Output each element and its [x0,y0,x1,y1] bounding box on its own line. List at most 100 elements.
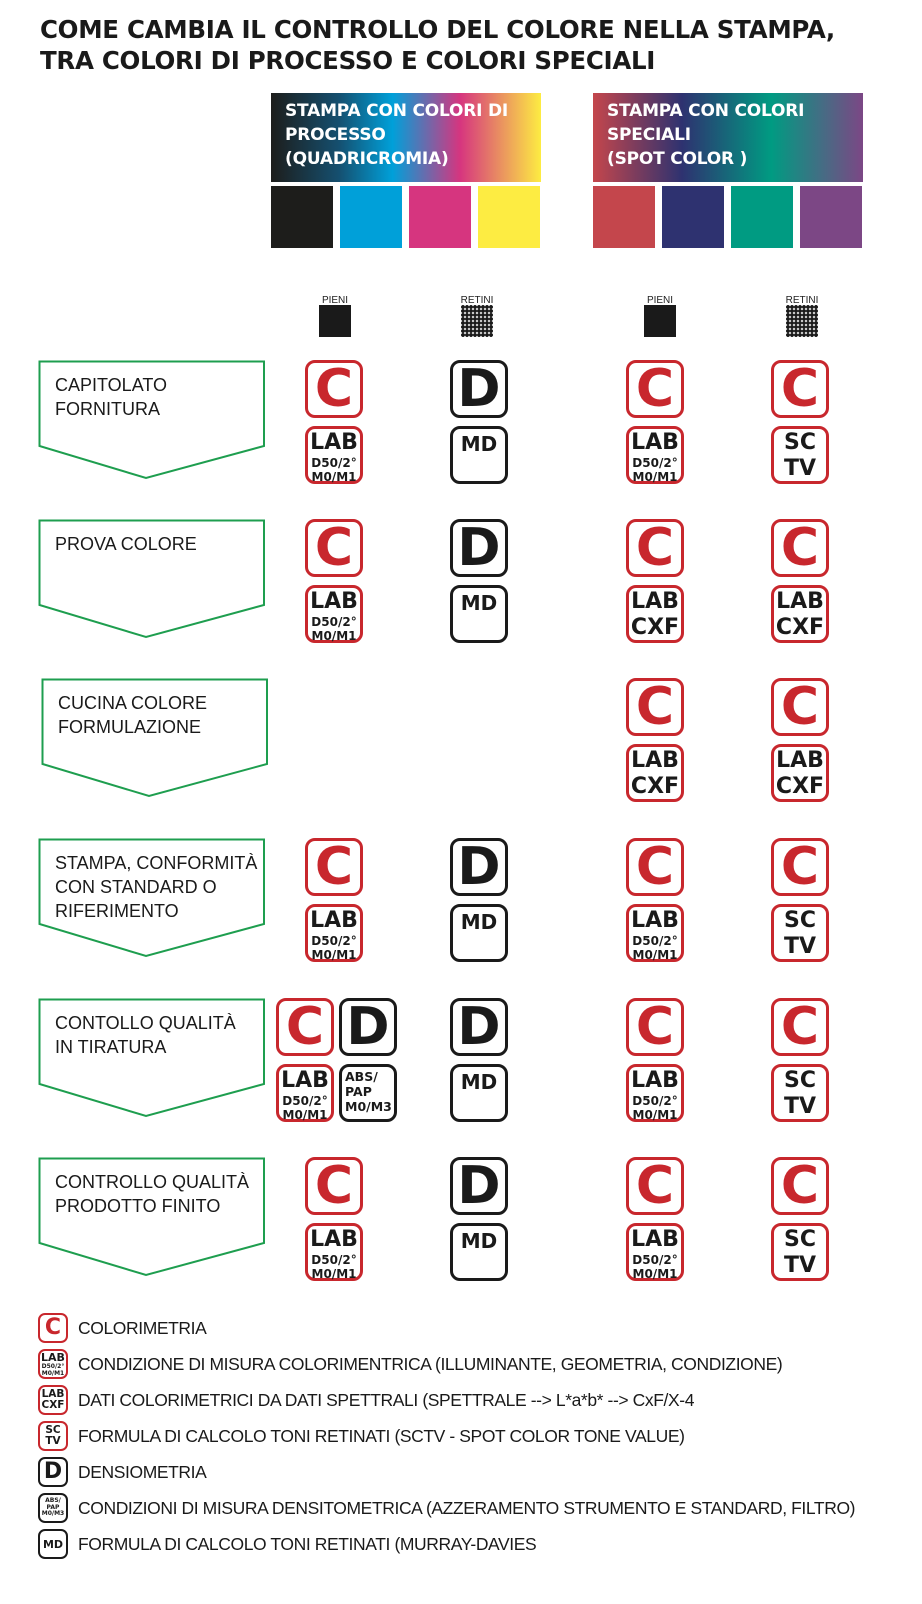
illuminant-text: D50/2° [282,1094,328,1108]
lab-text: LAB [310,589,358,614]
legend-md-icon: MD [38,1529,68,1559]
process-header-line-2: PROCESSO [285,125,386,145]
c-letter: C [780,837,820,897]
c-letter: C [780,359,820,419]
condition-text: M0/M1 [41,1369,65,1377]
colorimetry-c-icon: C [626,360,684,418]
sub-label-retini-spot: RETINI [785,295,819,306]
process-header-line-1: STAMPA CON COLORI DI [285,101,509,121]
tv-text: TV [783,456,817,481]
condition-text: M0/M1 [311,470,357,484]
legend-text: COLORIMETRIA [78,1318,207,1338]
md-text: MD [460,910,498,934]
swatch-spot-navy [662,186,724,248]
colorimetry-c-icon: C [305,519,363,577]
swatch-spot-green [731,186,793,248]
condition-text: M0/M1 [632,1108,678,1122]
colorimetry-c-icon: C [626,1157,684,1215]
c-letter: C [314,518,354,578]
cxf-text: CXF [41,1399,65,1411]
lab-text: LAB [41,1388,65,1400]
cxf-text: CXF [630,774,680,799]
md-icon: MD [450,904,508,962]
halftone-patch-icon [786,305,818,337]
lab-text: LAB [776,589,824,614]
spot-colors-header: STAMPA CON COLORI SPECIALI (SPOT COLOR ) [593,93,863,182]
densitometry-d-icon: D [450,998,508,1056]
colorimetry-c-icon: C [305,1157,363,1215]
legend-d-icon: D [38,1457,68,1487]
legend-c-icon: C [38,1313,68,1343]
tv-text: TV [783,934,817,959]
swatch-cyan [340,186,402,248]
stage-arrow-shape [38,838,265,958]
condition-text: M0/M1 [311,1267,357,1281]
d-letter: D [457,997,501,1057]
stage-label-line: PRODOTTO FINITO [55,1196,221,1216]
lab-text: LAB [631,430,679,455]
c-letter: C [780,518,820,578]
cxf-text: CXF [630,615,680,640]
spot-header-line-2: SPECIALI [607,125,691,145]
title-line-2: TRA COLORI DI PROCESSO E COLORI SPECIALI [40,46,656,75]
d-letter: D [457,359,501,419]
colorimetry-c-icon: C [626,519,684,577]
spot-header-line-1: STAMPA CON COLORI [607,101,805,121]
swatch-magenta [409,186,471,248]
m0m3-text: M0/M3 [345,1099,392,1114]
stage-label-line: IN TIRATURA [55,1037,167,1057]
d-letter: D [457,837,501,897]
md-text: MD [460,591,498,615]
md-text: MD [460,1229,498,1253]
stage-arrow-shape [38,360,265,480]
lab-text: LAB [631,908,679,933]
stage-label-line: CONTOLLO QUALITÀ [55,1013,236,1033]
stage-arrow-shape [38,519,265,639]
colorimetry-c-icon: C [771,519,829,577]
colorimetry-c-icon: C [276,998,334,1056]
lab-text: LAB [631,748,679,773]
sc-text: SC [45,1424,61,1436]
sub-label-pieni-process: PIENI [321,295,349,306]
illuminant-text: D50/2° [632,1253,678,1267]
illuminant-text: D50/2° [311,934,357,948]
c-letter: C [314,837,354,897]
sub-label-pieni-spot: PIENI [646,295,674,306]
c-letter: C [635,677,675,737]
c-letter: C [780,1156,820,1216]
swatch-black [271,186,333,248]
stage-arrow-shape [41,678,268,798]
colorimetry-c-icon: C [771,838,829,896]
colorimetry-c-icon: C [626,838,684,896]
stage-label: PROVA COLORE [55,532,265,556]
cxf-text: CXF [775,615,825,640]
sub-label-retini-process: RETINI [460,295,494,306]
stage-label: CONTOLLO QUALITÀ IN TIRATURA [55,1011,265,1059]
spot-header-line-3: (SPOT COLOR ) [607,149,748,169]
swatch-spot-red [593,186,655,248]
c-letter: C [635,837,675,897]
sc-text: SC [784,430,816,455]
d-letter: D [457,1156,501,1216]
md-icon: MD [450,426,508,484]
stage-arrow-outline [41,678,268,798]
densitometry-d-icon: D [450,360,508,418]
md-text: MD [460,432,498,456]
illuminant-text: D50/2° [311,1253,357,1267]
md-icon: MD [450,1064,508,1122]
colorimetry-c-icon: C [771,998,829,1056]
stage-label-line: PROVA COLORE [55,534,197,554]
sc-text: SC [784,908,816,933]
